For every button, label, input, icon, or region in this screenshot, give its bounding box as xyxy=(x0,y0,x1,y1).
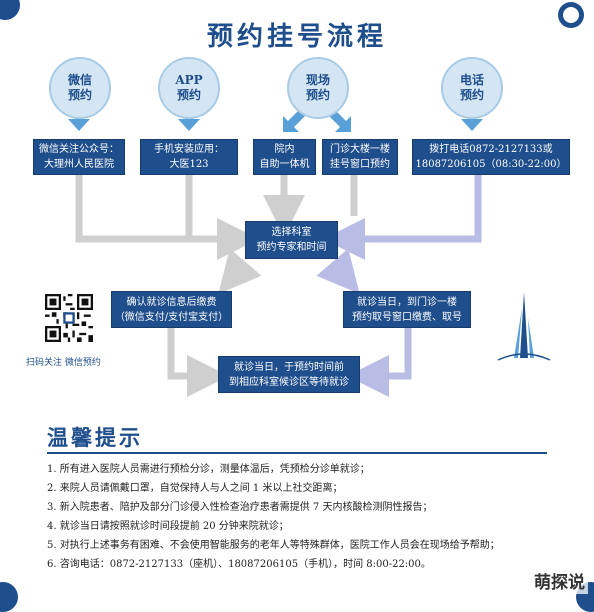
tips-list: 1. 所有进入医院人员需进行预检分诊，测量体温后，凭预检分诊单就诊； 2. 来院… xyxy=(47,460,567,574)
hospital-logo-icon xyxy=(497,292,551,361)
channel-onsite: 现场 预约 xyxy=(287,57,349,119)
step-final-wait: 就诊当日，于预约时间前 到相应科室候诊区等待就诊 xyxy=(218,356,360,393)
arrow-select-to-confirm xyxy=(218,248,262,294)
step-confirm-pay: 确认就诊信息后缴费 （微信支付/支付宝支付） xyxy=(111,291,232,328)
step-kiosk: 院内 自助一体机 xyxy=(253,139,316,175)
tips-divider xyxy=(47,452,547,454)
qr-caption: 扫码关注 微信预约 xyxy=(26,358,101,368)
tip-item: 6. 咨询电话：0872-2127133（座机）、18087206105（手机）… xyxy=(47,559,431,570)
line-visit-to-final xyxy=(347,328,412,397)
line-wechat xyxy=(75,175,259,260)
line-phone xyxy=(323,175,482,260)
channel-app: APP 预约 xyxy=(158,57,220,119)
step-visit-day-window: 就诊当日，到门诊一楼 预约取号窗口缴费、取号 xyxy=(343,291,471,328)
step-phone: 拨打电话0872-2127133或 18087206105（08:30-22:0… xyxy=(412,139,570,175)
line-confirm-to-final xyxy=(167,328,229,397)
corner-ornament xyxy=(0,0,20,20)
tip-item: 3. 新入院患者、陪护及部分门诊侵入性检查治疗患者需提供 7 天内核酸检测阴性报… xyxy=(47,502,433,513)
watermark: 萌探说 xyxy=(531,567,588,594)
step-app: 手机安装应用： 大医123 xyxy=(140,139,238,175)
page-title: 预约挂号流程 xyxy=(206,22,387,52)
arrow-onsite-right xyxy=(328,109,351,132)
channel-wechat: 微信 预约 xyxy=(49,57,111,119)
step-wechat: 微信关注公众号： 大理州人民医院 xyxy=(33,139,125,175)
arrow-select-to-visit xyxy=(316,248,360,294)
channel-phone: 电话 预约 xyxy=(441,57,503,119)
blue-arrows xyxy=(68,106,483,132)
tip-item: 1. 所有进入医院人员需进行预检分诊，测量体温后，凭预检分诊单就诊； xyxy=(47,464,370,475)
qr-code-icon xyxy=(45,294,93,342)
tip-item: 4. 就诊当日请按照就诊时间段提前 20 分钟来院就诊； xyxy=(47,521,289,532)
arrow-onsite-left xyxy=(283,109,306,132)
tips-title: 温馨提示 xyxy=(47,425,143,450)
tip-item: 2. 来院人员请佩戴口罩，自觉保持人与人之间 1 米以上社交距离； xyxy=(47,483,343,494)
corner-ornament xyxy=(558,2,584,28)
tip-item: 5. 对执行上述事务有困难、不会使用智能服务的老年人等特殊群体，医院工作人员会在… xyxy=(47,540,500,551)
step-window: 门诊大楼一楼 挂号窗口预约 xyxy=(322,139,398,175)
step-select-department: 选择科室 预约专家和时间 xyxy=(245,221,338,259)
